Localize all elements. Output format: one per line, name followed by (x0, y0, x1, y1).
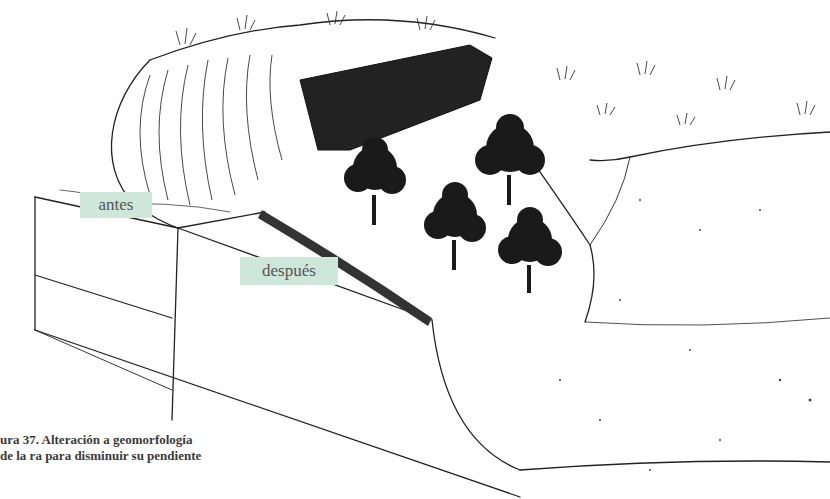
cliff-streak (246, 55, 258, 180)
cliff-streak (202, 60, 212, 200)
grass-tuft (637, 61, 655, 75)
grass-tuft (237, 15, 255, 30)
cliff-streaks (140, 55, 282, 205)
cliff-streak (180, 65, 190, 205)
grass-tuft (677, 113, 695, 125)
block-outline (35, 20, 830, 497)
block-edge (35, 330, 520, 497)
grass-tuft (327, 11, 345, 25)
grass-tuft (797, 101, 815, 115)
grass-tuft (717, 76, 735, 90)
grass-tuft (597, 103, 615, 115)
cliff-streak (270, 55, 282, 160)
ground-line (520, 461, 830, 470)
cut-wall (300, 45, 492, 150)
block-edge (34, 197, 35, 330)
grass-tuft (176, 28, 196, 45)
cliff-streak (140, 75, 150, 195)
block-edge (172, 228, 178, 420)
grass-strip (258, 210, 432, 326)
grass-tuft (417, 16, 435, 30)
cliff-streak (159, 70, 168, 200)
cliff-streak (223, 58, 235, 195)
tree (344, 137, 406, 225)
label-text: antes (99, 195, 134, 215)
tree (424, 182, 486, 270)
block-edge (35, 275, 172, 318)
grass-tufts (176, 11, 815, 125)
tree (498, 207, 562, 293)
hill-edge (590, 157, 630, 245)
label-text: después (262, 261, 316, 281)
hill-edge (590, 132, 830, 161)
slope-profile (432, 320, 520, 470)
tree (475, 114, 545, 205)
ground-dots (559, 199, 812, 471)
block-edge (35, 330, 172, 390)
label-box: después (240, 257, 338, 285)
grass-tuft (557, 66, 575, 80)
figure-caption: ura 37. Alteración a geomorfología de la… (0, 432, 205, 464)
trees (344, 114, 562, 293)
label-box: antes (80, 192, 152, 218)
ground-line (585, 318, 830, 325)
block-edge (178, 212, 265, 228)
